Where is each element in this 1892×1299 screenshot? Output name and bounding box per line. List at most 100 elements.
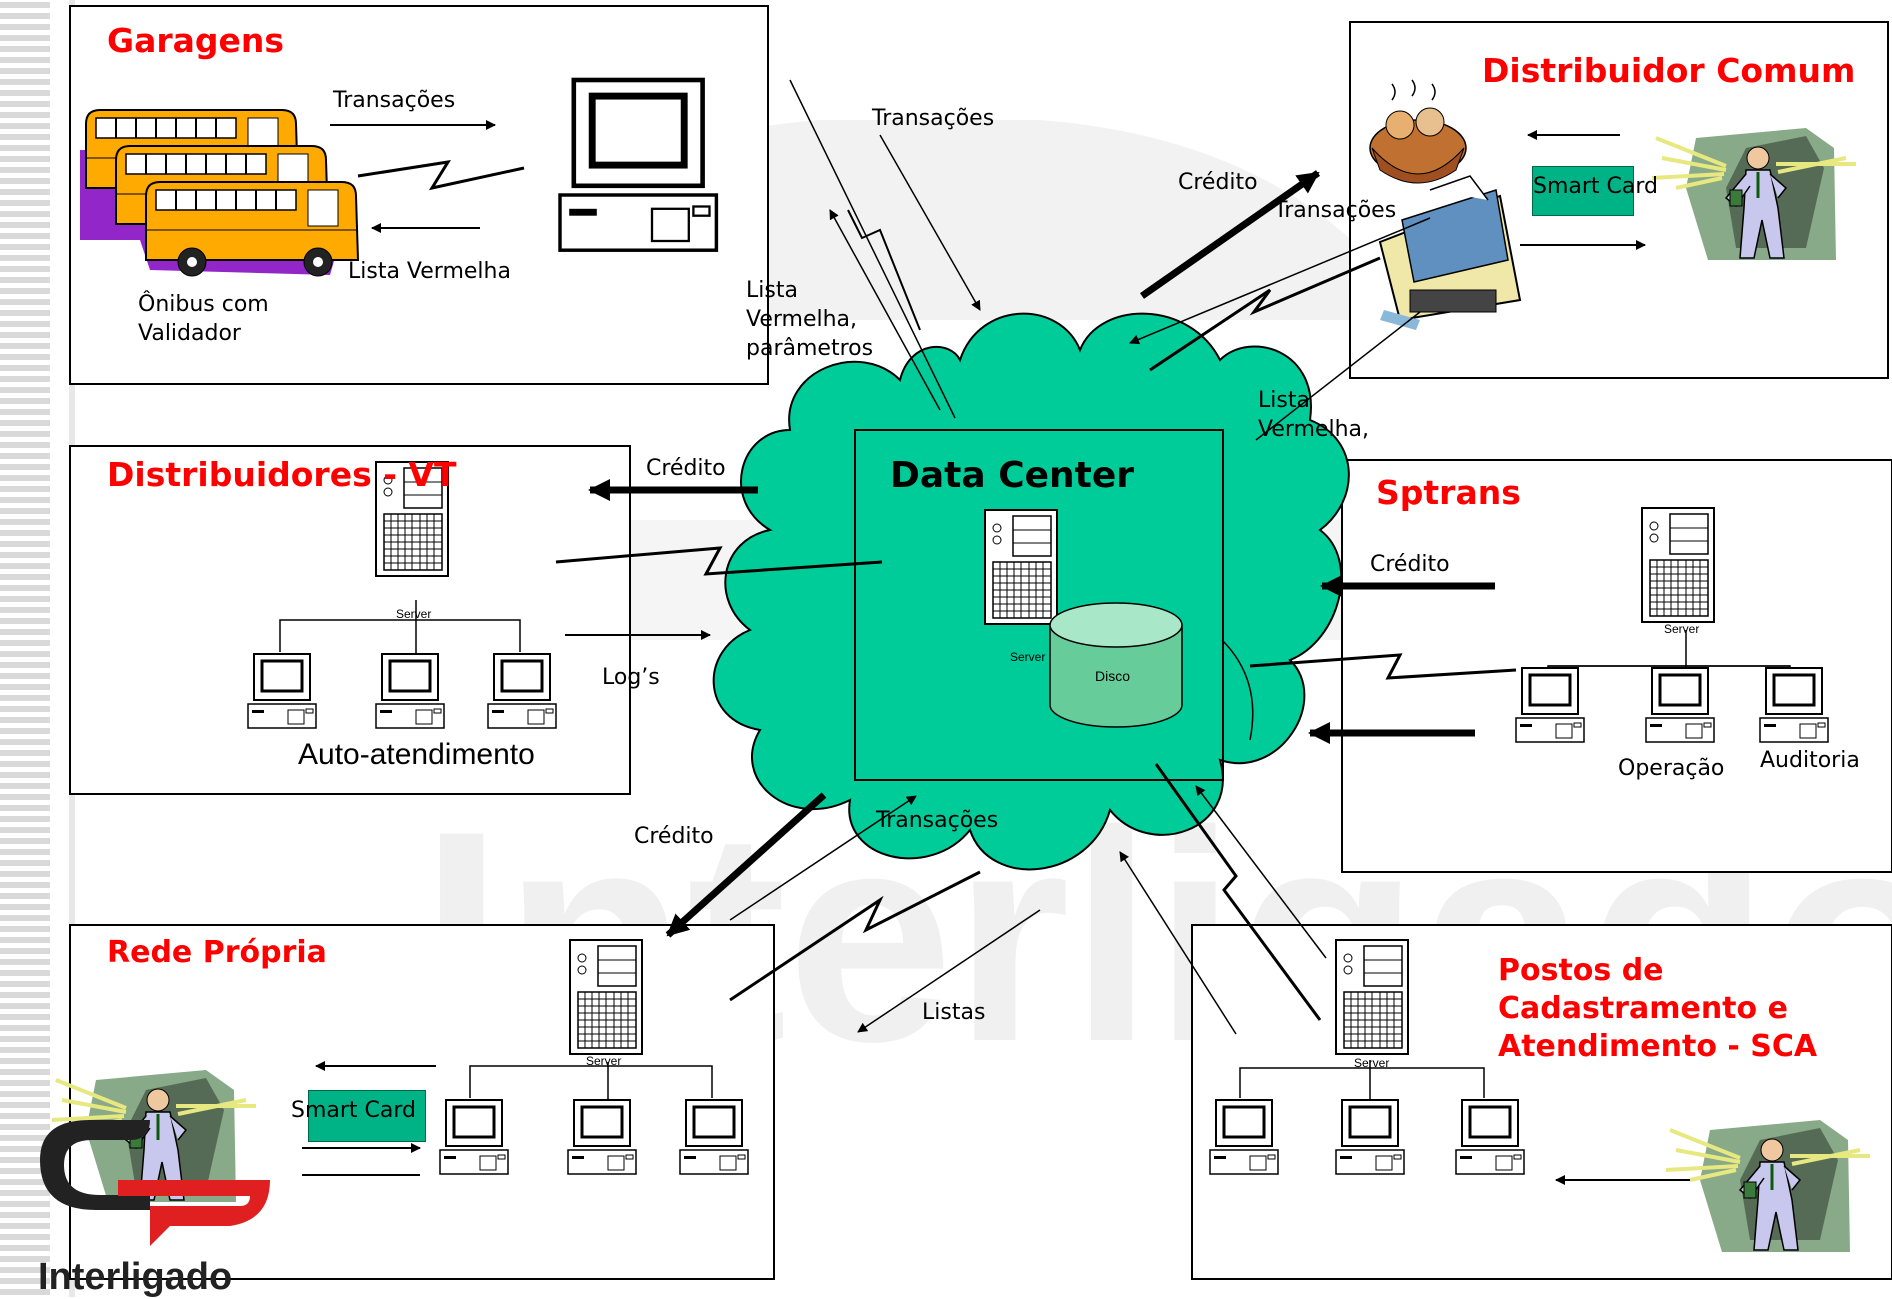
background-stripe (0, 277, 50, 283)
postos-sca-title: Postos de Cadastramento e Atendimento - … (1498, 953, 1818, 1064)
background-stripe (0, 849, 50, 855)
comum-smart-card: Smart Card (1532, 166, 1658, 216)
background-stripe (0, 750, 50, 756)
background-stripe (0, 1124, 50, 1130)
dc-lista-arrow (829, 209, 941, 411)
background-stripe (0, 1289, 50, 1295)
background-stripe (0, 189, 50, 195)
background-stripe (0, 464, 50, 470)
background-stripe (0, 1256, 50, 1262)
background-stripe (0, 1025, 50, 1031)
rede-smart-card-label: Smart Card (291, 1098, 417, 1123)
background-stripe (0, 90, 50, 96)
comum-smart-card-label: Smart Card (1533, 174, 1659, 199)
background-stripe (0, 1179, 50, 1185)
background-stripe (0, 574, 50, 580)
background-stripe (0, 783, 50, 789)
background-stripe (0, 332, 50, 338)
background-stripe (0, 145, 50, 151)
background-stripe (0, 651, 50, 657)
background-stripes (0, 0, 75, 1297)
background-stripe (0, 695, 50, 701)
background-stripe (0, 794, 50, 800)
comum-lista-line (1255, 311, 1421, 441)
background-stripe (0, 728, 50, 734)
background-stripe (0, 684, 50, 690)
garagens-title: Garagens (107, 21, 285, 60)
background-stripe (0, 266, 50, 272)
disk-icon (1049, 602, 1183, 728)
background-stripe (0, 563, 50, 569)
background-stripe (0, 1190, 50, 1196)
sca-link-zigzag (1154, 763, 1322, 1021)
background-stripe (0, 541, 50, 547)
background-stripe (0, 211, 50, 217)
background-stripe (0, 1146, 50, 1152)
bus-fleet-icon (80, 109, 359, 277)
background-stripe (0, 629, 50, 635)
background-stripe (0, 1234, 50, 1240)
background-stripe (0, 200, 50, 206)
sptrans-pc-operacao-icon (1644, 666, 1716, 744)
background-stripe (0, 1157, 50, 1163)
background-stripe (0, 1245, 50, 1251)
background-stripe (0, 519, 50, 525)
rede-transacoes-label: Transações (876, 808, 999, 833)
background-stripe (0, 904, 50, 910)
vt-pc-1-icon (246, 652, 318, 730)
background-stripe (0, 431, 50, 437)
background-stripe (0, 970, 50, 976)
listas-arrow (857, 909, 1041, 1033)
background-stripe (0, 101, 50, 107)
background-stripe (0, 926, 50, 932)
background-stripe (0, 607, 50, 613)
background-stripe (0, 255, 50, 261)
background-stripe (0, 387, 50, 393)
background-stripe (0, 640, 50, 646)
dc-garagens-zigzag (847, 209, 921, 331)
background-stripe (0, 1278, 50, 1284)
background-stripe (0, 739, 50, 745)
sca-arrow-up-1 (1195, 785, 1327, 959)
background-stripe (0, 453, 50, 459)
background-stripe (0, 1091, 50, 1097)
background-stripe (0, 1212, 50, 1218)
garagens-computer-icon (560, 80, 716, 250)
background-stripe (0, 871, 50, 877)
background-stripe (0, 1102, 50, 1108)
background-stripe (0, 1069, 50, 1075)
comum-transacoes-arrow (1129, 217, 1431, 345)
sptrans-pc-1-icon (1514, 666, 1586, 744)
background-stripe (0, 706, 50, 712)
background-stripe (0, 442, 50, 448)
background-stripe (0, 1047, 50, 1053)
sca-server-icon (1335, 939, 1409, 1055)
background-stripe (0, 79, 50, 85)
data-center-title: Data Center (890, 455, 1135, 496)
rede-pc-1-icon (438, 1098, 510, 1176)
background-stripe (0, 310, 50, 316)
background-stripe (0, 1080, 50, 1086)
vt-pc-2-icon (374, 652, 446, 730)
background-stripe (0, 816, 50, 822)
sca-pc-2-icon (1334, 1098, 1406, 1176)
background-stripe (0, 618, 50, 624)
background-stripe (0, 2, 50, 8)
rede-credito-label: Crédito (634, 824, 714, 849)
background-stripe (0, 552, 50, 558)
bakery-icon (1369, 79, 1467, 184)
vt-pc-3-icon (486, 652, 558, 730)
background-stripe (0, 1223, 50, 1229)
background-stripe (0, 596, 50, 602)
background-stripe (0, 156, 50, 162)
background-stripe (0, 420, 50, 426)
interligado-logo (40, 1120, 270, 1246)
background-stripe (0, 1168, 50, 1174)
background-stripe (0, 24, 50, 30)
background-stripe (0, 827, 50, 833)
garagens-link-zigzag (357, 160, 525, 191)
auditoria-label: Auditoria (1760, 748, 1860, 773)
background-stripe (0, 937, 50, 943)
listas-label: Listas (922, 1000, 986, 1025)
sptrans-title: Sptrans (1376, 473, 1521, 512)
